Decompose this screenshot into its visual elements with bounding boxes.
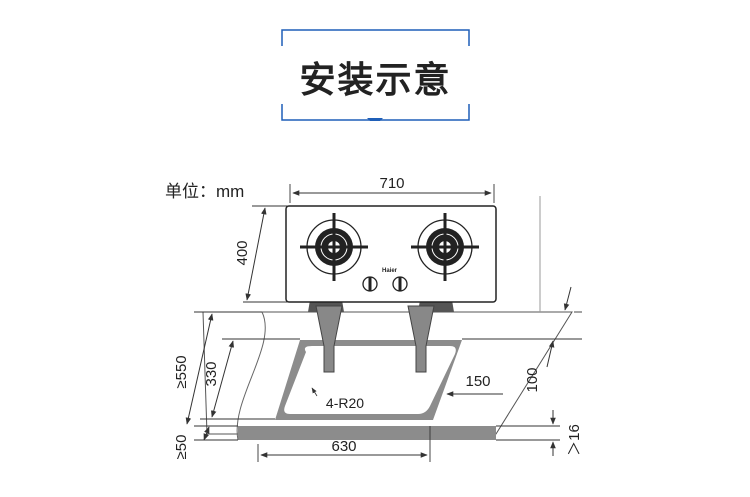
header-frame [281,29,470,121]
control-knob-left [362,276,378,292]
brand-logo: Haier [382,268,398,274]
dim-line-counter-depth [185,313,214,425]
dim-line-stove-depth [245,207,267,301]
label-corner-radius: 4-R20 [326,395,364,411]
label-side-margin: 150 [465,373,490,390]
burner-right [411,213,479,281]
dim-line-rear-bottom [546,340,555,368]
dim-line-rear-top [563,286,572,311]
dim-line-front-margin [203,426,210,441]
cutout-hole [275,340,462,420]
chevron-down-icon [367,118,383,121]
label-front-margin: ≥50 [173,435,190,460]
label-counter-thickness: ＞16 [566,424,583,456]
label-counter-depth: ≥550 [173,355,190,388]
label-cutout-width: 630 [331,438,356,455]
burner-left [300,213,368,281]
radius-leader [311,387,318,397]
dim-line-cutout-depth [210,340,235,418]
dimension-lines [185,190,572,458]
control-knob-right [392,276,408,292]
dimension-labels: 710 400 ≥550 330 ≥50 630 150 100 ＞16 4-R… [173,175,583,459]
label-stove-width: 710 [379,175,404,192]
label-stove-depth: 400 [234,240,251,265]
gas-stove: Haier [285,205,497,312]
label-rear-margin: 100 [524,367,541,392]
section-header: 安装示意 [281,29,470,121]
insertion-arrows [315,305,435,373]
label-cutout-depth: 330 [203,361,220,386]
unit-label: 单位：mm [165,182,244,201]
page-title: 安装示意 [299,60,452,101]
